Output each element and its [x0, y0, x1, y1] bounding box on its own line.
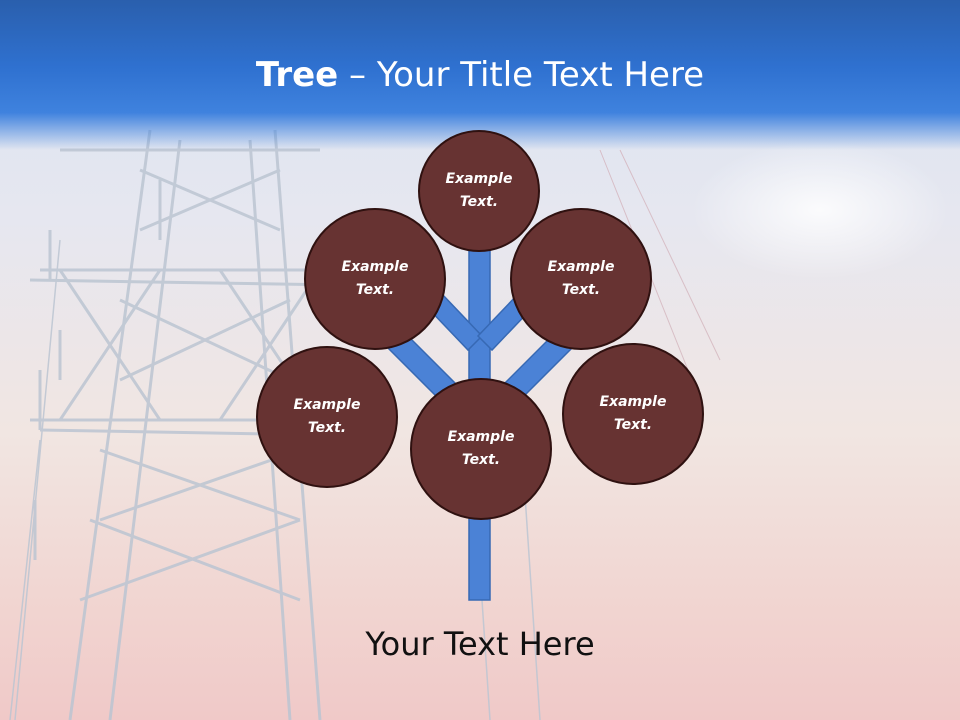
tree-node-upper-right[interactable]: Example Text. [510, 208, 652, 350]
slide-title: Tree – Your Title Text Here [0, 50, 960, 100]
footer-text: Your Text Here [365, 625, 595, 663]
sky-glow [690, 140, 950, 280]
tree-node-top[interactable]: Example Text. [418, 130, 540, 252]
tree-node-upper-left[interactable]: Example Text. [304, 208, 446, 350]
tree-node-lower-left[interactable]: Example Text. [256, 346, 398, 488]
title-bar: Tree – Your Title Text Here [0, 0, 960, 150]
tree-node-center[interactable]: Example Text. [410, 378, 552, 520]
title-keyword: Tree [255, 55, 339, 95]
tree-node-lower-right[interactable]: Example Text. [562, 343, 704, 485]
title-text: – Your Title Text Here [338, 55, 705, 95]
